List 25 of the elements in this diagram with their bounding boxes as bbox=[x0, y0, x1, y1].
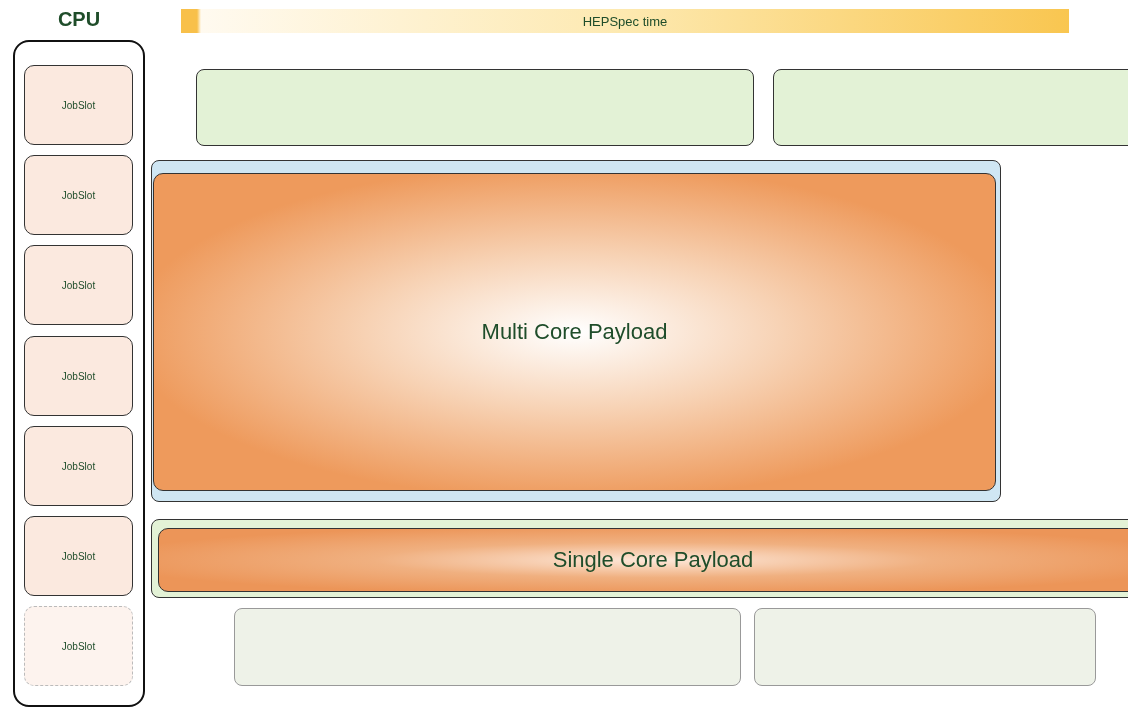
job-slot-box bbox=[24, 155, 133, 235]
slot-label: JobSlot bbox=[61, 99, 96, 111]
time-bar bbox=[181, 9, 1069, 33]
slot-box bbox=[151, 519, 1128, 598]
slot-box bbox=[234, 608, 741, 686]
payload-label: Multi Core Payload bbox=[481, 319, 668, 345]
job-slot-box bbox=[24, 245, 133, 325]
cpu-heading: CPU bbox=[56, 8, 102, 31]
slot-label: JobSlot bbox=[61, 189, 96, 201]
slot-label: JobSlot bbox=[61, 640, 96, 652]
axis-label: HEPSpec time bbox=[582, 13, 668, 29]
slot-label: JobSlot bbox=[61, 550, 96, 562]
slot-box bbox=[754, 608, 1096, 686]
payload-box bbox=[158, 528, 1128, 592]
payload-label: Single Core Payload bbox=[552, 547, 754, 573]
job-slot-box bbox=[24, 65, 133, 145]
job-slot-box bbox=[24, 336, 133, 416]
job-slot-box bbox=[24, 606, 133, 686]
slot-label: JobSlot bbox=[61, 370, 96, 382]
slot-box bbox=[196, 69, 754, 146]
slot-box bbox=[773, 69, 1128, 146]
slot-label: JobSlot bbox=[61, 279, 96, 291]
job-slot-box bbox=[24, 426, 133, 506]
slot-label: JobSlot bbox=[61, 460, 96, 472]
job-slot-box bbox=[24, 516, 133, 596]
